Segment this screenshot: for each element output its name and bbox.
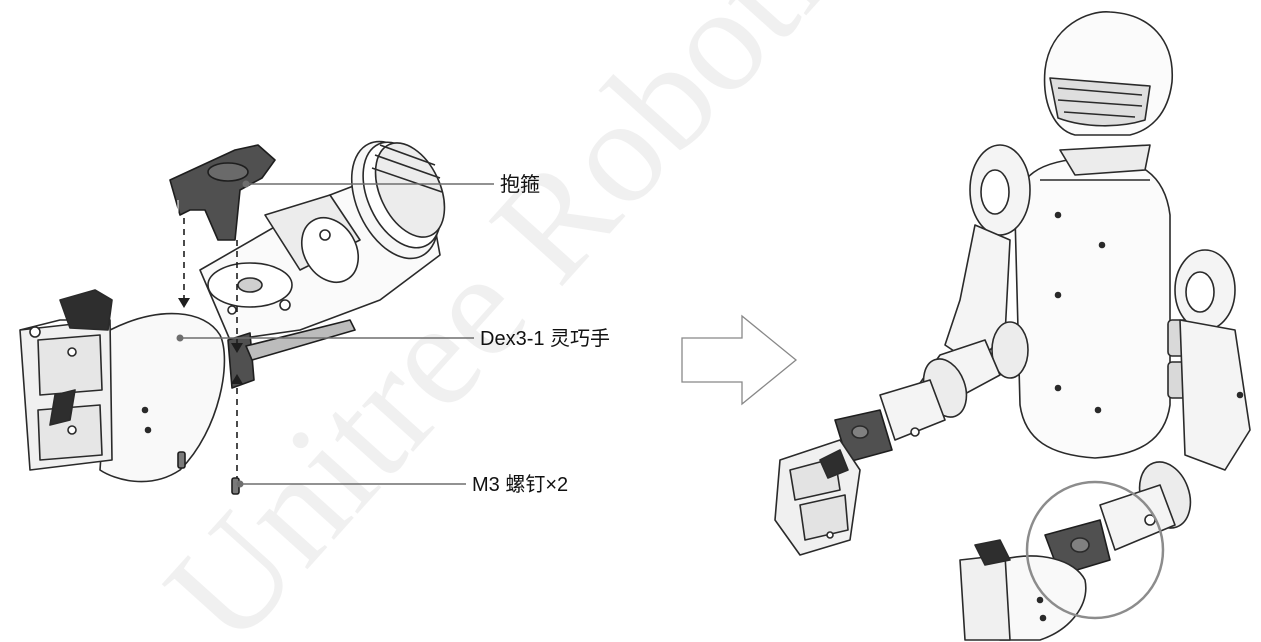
robot-hand-left <box>774 439 861 556</box>
dex3-hand <box>19 289 226 483</box>
robot-forearm-left <box>834 339 1001 463</box>
callout-clamp: 抱箍 <box>500 173 540 196</box>
direction-arrow <box>681 314 798 406</box>
m3-screws <box>177 451 240 495</box>
assembly-guide-lines <box>183 218 238 478</box>
callout-screws: M3 螺钉×2 <box>472 473 568 496</box>
highlight-circle <box>1025 480 1165 620</box>
robot-assembled-view <box>774 11 1251 641</box>
robot-hand-right <box>959 519 1111 641</box>
robot-shoulder-left <box>969 144 1031 236</box>
callout-leaders <box>180 183 494 485</box>
robot-forearm-right <box>1099 461 1192 551</box>
clamp-part <box>169 144 276 241</box>
robot-upper-arm-right <box>1179 319 1251 471</box>
robot-torso <box>1014 157 1191 459</box>
wrist-flange <box>350 140 446 260</box>
callout-hand: Dex3-1 灵巧手 <box>480 327 610 350</box>
exploded-assembly-view <box>19 140 446 495</box>
robot-shoulder-right <box>1174 249 1236 331</box>
robot-upper-arm-left <box>944 224 1029 379</box>
callout-dots <box>176 180 250 488</box>
assembly-guide-arrowheads <box>178 298 243 384</box>
robot-head <box>1043 11 1173 176</box>
